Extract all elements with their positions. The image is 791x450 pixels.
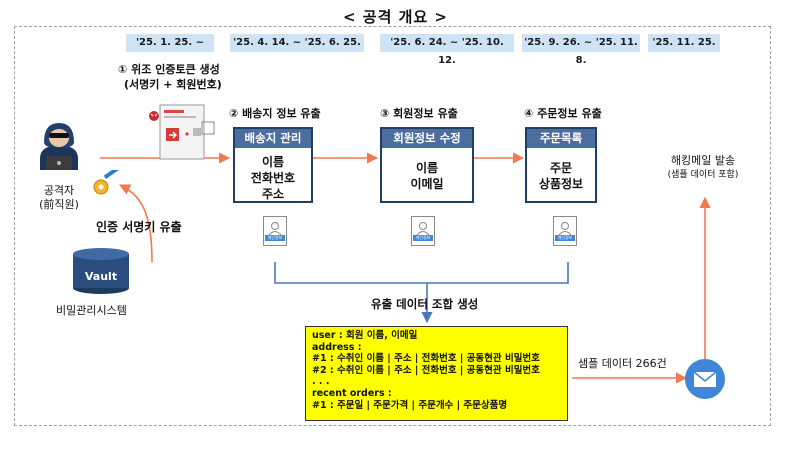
data-line: user : 회원 이름, 이메일	[312, 330, 418, 341]
date-chip-3: '25. 6. 24. ~ '25. 10. 12.	[380, 34, 514, 66]
hacker-icon	[40, 123, 78, 170]
shipping-box-line: 전화번호	[250, 171, 296, 185]
combine-label: 유출 데이터 조합 생성	[371, 297, 479, 311]
key-leak-label: 인증 서명키 유출	[96, 220, 182, 234]
data-line: #1 : 주문일 | 주문가격 | 주문개수 | 주문상품명	[312, 399, 508, 411]
sample-data-label: 샘플 데이터 266건	[578, 357, 667, 370]
doc-label: 개인정보	[265, 235, 285, 241]
shipping-box-line: 주소	[261, 187, 285, 201]
member-box-header: 회원정보 수정	[382, 129, 472, 148]
order-box: 주문목록 주문 상품정보	[525, 127, 597, 203]
order-box-line: 상품정보	[538, 177, 584, 191]
vault-caption: 비밀관리시스템	[56, 304, 127, 317]
step1-sublabel: (서명키 + 회원번호)	[124, 78, 222, 91]
hacking-mail-sublabel: (샘플 데이터 포함)	[667, 170, 739, 180]
date-chip-4: '25. 9. 26. ~ '25. 11. 8.	[522, 34, 640, 66]
hacking-mail-label: 해킹메일 발송	[670, 154, 736, 167]
personal-info-doc-icon: 개인정보	[553, 216, 577, 246]
diagram-frame	[14, 26, 771, 426]
data-line: recent orders :	[312, 387, 392, 399]
data-line: #2 : 수취인 이름 | 주소 | 전화번호 | 공동현관 비밀번호	[312, 364, 540, 376]
personal-info-doc-icon: 개인정보	[411, 216, 435, 246]
vault-label: Vault	[84, 270, 118, 283]
data-line: . . .	[312, 376, 330, 388]
member-box-line: 이메일	[410, 177, 444, 191]
step1-label: ① 위조 인증토큰 생성	[118, 63, 220, 76]
step2-label: ② 배송지 정보 유출	[229, 107, 321, 120]
shipping-box: 배송지 관리 이름 전화번호 주소	[233, 127, 313, 203]
step3-label: ③ 회원정보 유출	[380, 107, 458, 120]
doc-label: 개인정보	[555, 235, 575, 241]
vault-icon	[73, 248, 129, 294]
mail-icon	[685, 359, 725, 399]
date-chip-5: '25. 11. 25.	[648, 34, 720, 52]
shipping-box-line: 이름	[261, 155, 285, 169]
member-box: 회원정보 수정 이름 이메일	[380, 127, 474, 203]
member-box-line: 이름	[415, 161, 439, 175]
diagram-title: < 공격 개요 >	[342, 8, 448, 26]
leaked-data-box: user : 회원 이름, 이메일 address : #1 : 수취인 이름 …	[305, 326, 568, 421]
date-chip-1: '25. 1. 25. ~	[126, 34, 214, 52]
order-box-line: 주문	[549, 161, 573, 175]
shipping-box-header: 배송지 관리	[235, 129, 311, 148]
data-line: address :	[312, 341, 362, 353]
arrow-vault-to-key	[118, 184, 153, 263]
step4-label: ④ 주문정보 유출	[524, 107, 602, 120]
attacker-label: 공격자	[43, 184, 75, 197]
order-box-header: 주문목록	[527, 129, 595, 148]
token-document-icon	[149, 104, 215, 160]
data-line: #1 : 수취인 이름 | 주소 | 전화번호 | 공동현관 비밀번호	[312, 353, 540, 365]
key-icon	[93, 170, 120, 195]
date-chip-2: '25. 4. 14. ~ '25. 6. 25.	[230, 34, 364, 52]
doc-label: 개인정보	[413, 235, 433, 241]
personal-info-doc-icon: 개인정보	[263, 216, 287, 246]
attacker-sublabel: (前직원)	[39, 198, 79, 211]
merge-line	[274, 262, 569, 284]
